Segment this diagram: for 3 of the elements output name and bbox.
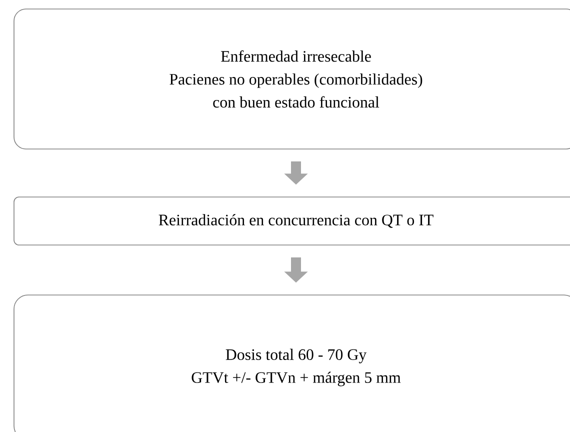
process-box: Enfermedad irresecable Pacienes no operables (comorbilidades) con buen estado funcional xyxy=(14,8,570,150)
process-box: Dosis total 60 - 70 Gy GTVt +/- GTVn + márgen 5 mm xyxy=(14,294,570,432)
process-box: Reirradiación en concurrencia con QT o IT xyxy=(14,196,570,246)
